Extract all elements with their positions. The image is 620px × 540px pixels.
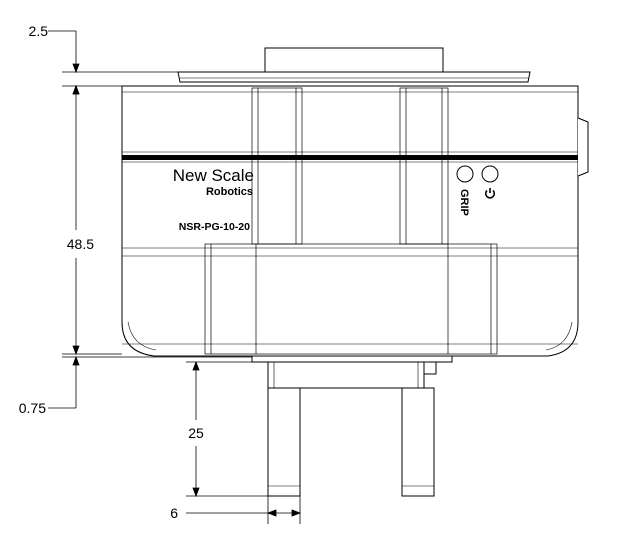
model-number: NSR-PG-10-20 (179, 221, 250, 233)
grip-led-label: GRIP (458, 189, 470, 216)
dim-top-gap-label: 2.5 (29, 23, 49, 39)
grip-led-icon (456, 165, 474, 183)
dim-body-height (62, 84, 122, 356)
top-mount-plate (177, 47, 531, 83)
side-connector (577, 117, 589, 177)
brand-subtitle: Robotics (206, 186, 253, 198)
jaw-carriage (204, 243, 498, 355)
brand-name: New Scale (173, 166, 254, 185)
under-plate (251, 355, 453, 389)
power-symbol-icon (484, 188, 496, 199)
dim-bottom-gap (48, 355, 252, 409)
dim-bottom-gap-label: 0.75 (19, 400, 46, 416)
dim-finger-length (186, 360, 268, 498)
dim-finger-length-label: 25 (188, 425, 204, 441)
dim-finger-width (186, 496, 302, 524)
separator-band (122, 155, 578, 160)
dim-finger-width-label: 6 (170, 505, 178, 521)
finger-right (401, 387, 435, 497)
gripper-housing (121, 85, 579, 357)
finger-left (267, 387, 301, 497)
power-led-icon (481, 165, 499, 183)
dim-body-height-label: 48.5 (67, 236, 94, 252)
